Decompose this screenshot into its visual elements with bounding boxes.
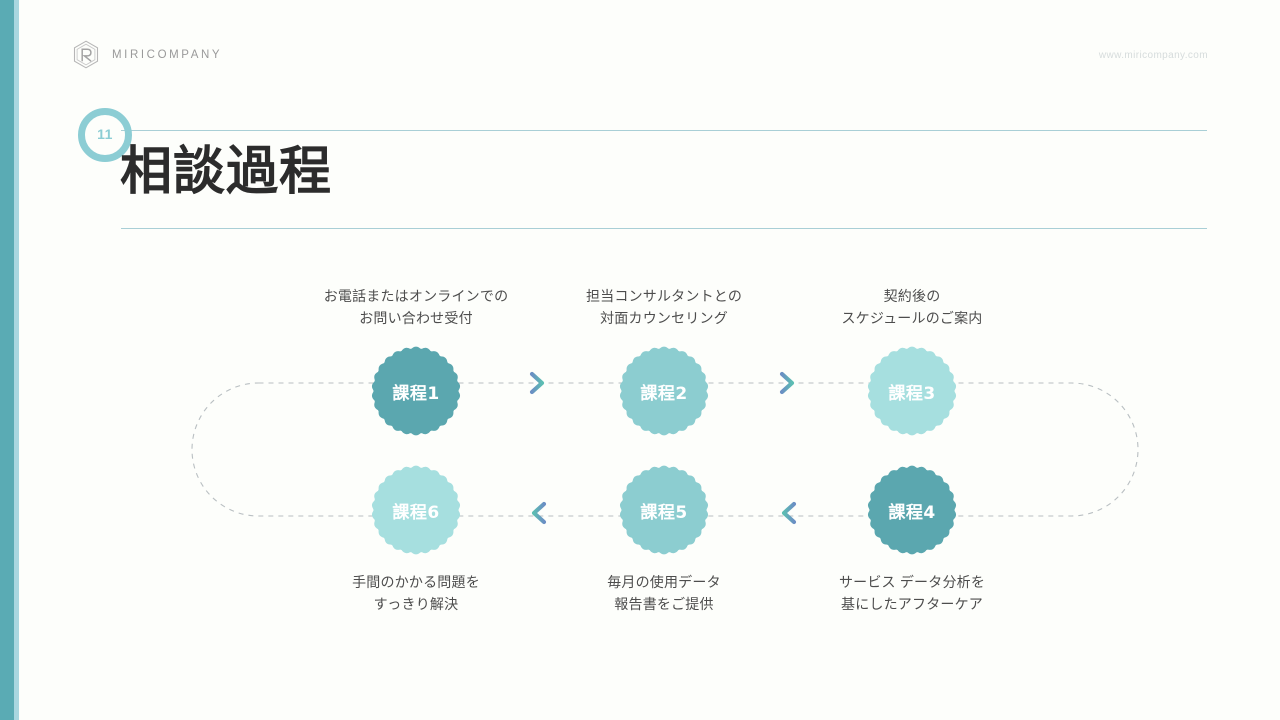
process-node-caption: 担当コンサルタントとの 対面カウンセリング <box>554 286 774 329</box>
caption-line-2: 報告書をご提供 <box>614 595 714 612</box>
scalloped-circle-icon <box>619 347 709 436</box>
process-node-caption: 手間のかかる問題を すっきり解決 <box>306 572 526 615</box>
caption-line-2: すっきり解決 <box>373 595 459 612</box>
title-rule-top <box>121 130 1207 131</box>
process-node-step-3[interactable]: 契約後の スケジュールのご案内 課程3 <box>802 286 1022 439</box>
caption-line-2: お問い合わせ受付 <box>359 309 473 326</box>
page-title: 相談過程 <box>120 142 333 202</box>
left-accent-bar-light <box>14 0 19 720</box>
chevron-left-icon <box>531 501 547 525</box>
process-node-caption: サービス データ分析を 基にしたアフターケア <box>802 572 1022 615</box>
caption-line-1: 契約後の <box>883 288 941 304</box>
caption-line-1: 手間のかかる問題を <box>352 574 480 590</box>
caption-line-2: スケジュールのご案内 <box>841 309 983 326</box>
caption-line-1: 担当コンサルタントとの <box>585 288 743 304</box>
chevron-right-icon <box>529 371 545 395</box>
process-node-caption: 毎月の使用データ 報告書をご提供 <box>554 572 774 615</box>
page-number: 11 <box>97 126 113 142</box>
process-cycle-diagram: お電話またはオンラインでの お問い合わせ受付 課程1 担当コンサルタントとの 対… <box>0 250 1280 670</box>
title-block: 11 相談過程 <box>0 0 1280 240</box>
process-node-badge[interactable]: 課程6 <box>368 462 464 558</box>
process-node-step-6[interactable]: 課程6 手間のかかる問題を すっきり解決 <box>306 462 526 615</box>
brand-name: MIRICOMPANY <box>112 49 223 61</box>
title-rule-bottom <box>121 228 1207 229</box>
process-node-label: 課程4 <box>888 502 936 523</box>
process-node-step-5[interactable]: 課程5 毎月の使用データ 報告書をご提供 <box>554 462 774 615</box>
caption-line-2: 対面カウンセリング <box>600 309 728 326</box>
process-node-badge[interactable]: 課程5 <box>616 462 712 558</box>
scalloped-circle-icon <box>371 347 461 436</box>
process-node-label: 課程5 <box>640 502 688 523</box>
process-node-caption: 契約後の スケジュールのご案内 <box>802 286 1022 329</box>
process-node-label: 課程6 <box>392 502 440 523</box>
scalloped-circle-icon <box>867 465 957 555</box>
process-node-step-4[interactable]: 課程4 サービス データ分析を 基にしたアフターケア <box>802 462 1022 615</box>
chevron-right-icon <box>779 371 795 395</box>
caption-line-1: 毎月の使用データ <box>607 574 721 590</box>
process-node-label: 課程1 <box>392 383 440 404</box>
brand-logo: MIRICOMPANY <box>72 40 222 70</box>
left-accent-bar-dark <box>0 0 14 720</box>
scalloped-circle-icon <box>867 347 957 436</box>
caption-line-1: サービス データ分析を <box>838 574 986 590</box>
process-node-step-1[interactable]: お電話またはオンラインでの お問い合わせ受付 課程1 <box>306 286 526 439</box>
page-number-badge: 11 <box>78 108 132 162</box>
process-node-label: 課程2 <box>640 383 688 404</box>
chevron-left-icon <box>781 501 797 525</box>
caption-line-2: 基にしたアフターケア <box>841 595 983 612</box>
process-node-badge[interactable]: 課程1 <box>368 343 464 439</box>
process-node-badge[interactable]: 課程2 <box>616 343 712 439</box>
process-node-badge[interactable]: 課程4 <box>864 462 960 558</box>
process-node-label: 課程3 <box>888 383 936 404</box>
scalloped-circle-icon <box>371 465 461 555</box>
hexagon-r-logo-icon <box>72 40 100 70</box>
process-node-step-2[interactable]: 担当コンサルタントとの 対面カウンセリング 課程2 <box>554 286 774 439</box>
caption-line-1: お電話またはオンラインでの <box>323 288 509 304</box>
process-node-badge[interactable]: 課程3 <box>864 343 960 439</box>
scalloped-circle-icon <box>619 465 709 555</box>
process-node-caption: お電話またはオンラインでの お問い合わせ受付 <box>306 286 526 329</box>
site-url: www.miricompany.com <box>1098 50 1208 61</box>
